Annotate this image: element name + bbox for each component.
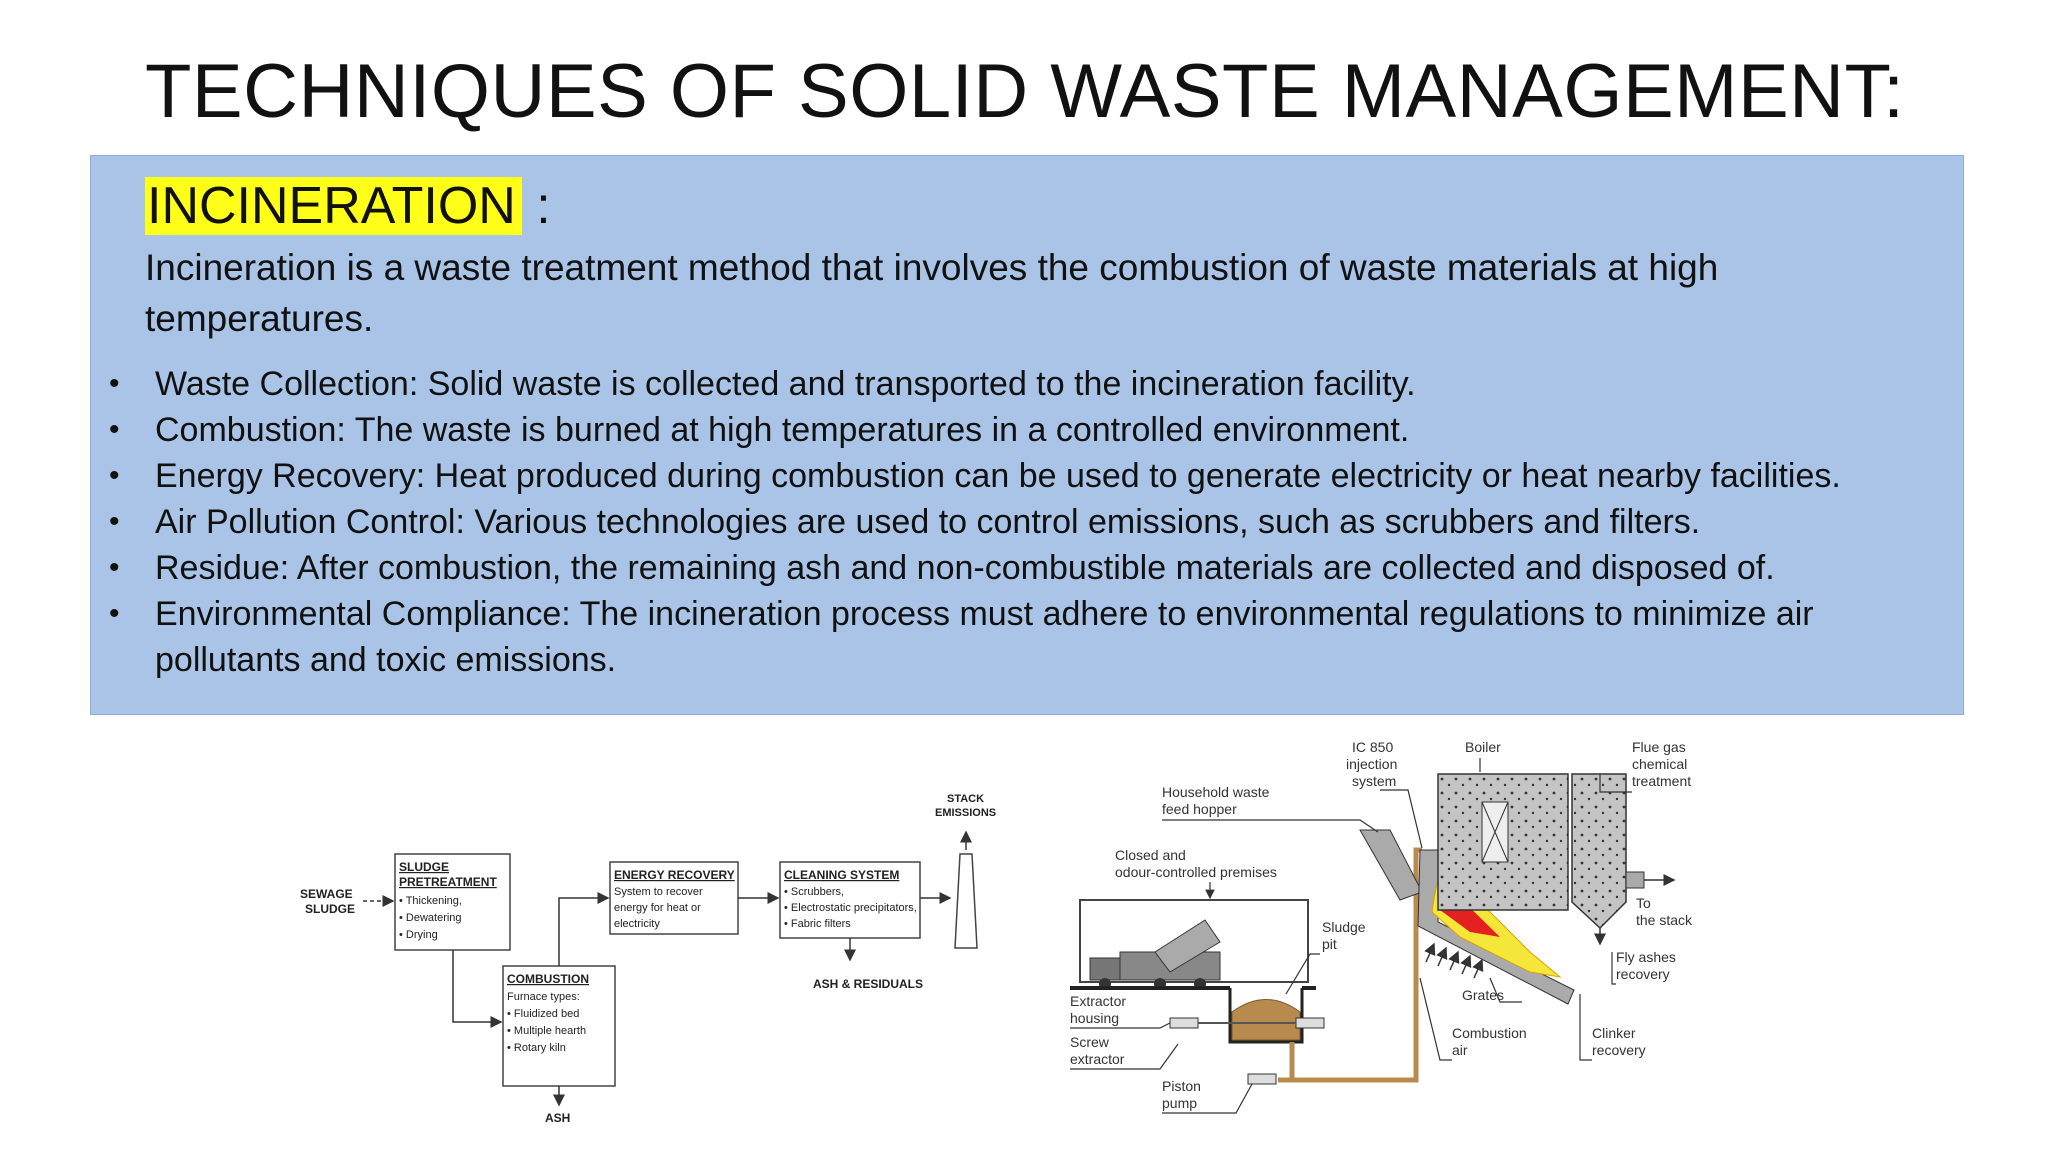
section-heading: INCINERATION : [145,176,551,236]
sludge-flow-diagram: SEWAGE SLUDGE SLUDGE PRETREATMENT • Thic… [300,793,996,1125]
bullet-icon: • [109,459,120,492]
sludge-label: SLUDGE [305,902,355,916]
bullet-icon: • [109,367,120,400]
cleaning-item: • Electrostatic precipitators, [784,902,917,914]
combustion-item: • Multiple hearth [507,1025,586,1037]
pretreatment-item: • Drying [399,929,438,941]
premises-label: Closed and [1115,847,1186,863]
bullet-text: Combustion: The waste is burned at high … [155,411,1410,449]
sludge-pipe [1292,847,1422,1083]
ic850-label: system [1352,773,1396,789]
bullet-item: • Residue: After combustion, the remainin… [105,545,1945,591]
hopper-label: feed hopper [1162,801,1237,817]
sludge-pile [1231,999,1301,1041]
piston-label: pump [1162,1095,1197,1111]
combustion-box [502,965,616,1087]
highlighted-heading: INCINERATION [145,177,522,235]
boiler-label: Boiler [1465,739,1501,755]
bullet-list: • Waste Collection: Solid waste is collec… [105,361,1945,683]
combustion-title: COMBUSTION [507,972,589,986]
cleaning-item: • Scrubbers, [784,886,844,898]
energy-item: electricity [614,918,660,930]
cleaning-system-box [779,861,921,939]
incineration-panel: INCINERATION : Incineration is a waste t… [90,155,1964,715]
bullet-item: • Air Pollution Control: Various technolo… [105,499,1945,545]
intro-text: Incineration is a waste treatment method… [145,247,1719,339]
sludge-pit-label: Sludge [1322,919,1366,935]
pretreatment-title: SLUDGE [399,860,449,874]
flue-label: chemical [1632,756,1687,772]
ic850-label: injection [1346,756,1397,772]
bullet-icon: • [109,597,120,630]
ash-label: ASH [545,1111,570,1125]
sewage-label: SEWAGE [300,887,353,901]
clinker-label: recovery [1592,1042,1646,1058]
bullet-icon: • [109,505,120,538]
grates-label: Grates [1462,987,1504,1003]
bullet-text: Environmental Compliance: The incinerati… [155,595,1814,679]
bullet-text: Air Pollution Control: Various technolog… [155,503,1701,541]
combustion-air-label: air [1452,1042,1468,1058]
clinker-label: Clinker [1592,1025,1636,1041]
piston-label: Piston [1162,1078,1201,1094]
flue-label: treatment [1632,773,1691,789]
stack-chimney-icon [954,853,978,949]
stack-label: STACK [947,793,984,805]
sludge-pit-label: pit [1322,936,1337,952]
pretreatment-title: PRETREATMENT [399,875,497,889]
ic850-label: IC 850 [1352,739,1393,755]
flue-gas-treatment-unit [1571,773,1627,930]
bullet-item: • Environmental Compliance: The incinerat… [105,591,1945,683]
to-stack-label: the stack [1636,912,1693,928]
premises-label: odour-controlled premises [1115,864,1277,880]
pretreatment-box [394,853,511,951]
slide-title: TECHNIQUES OF SOLID WASTE MANAGEMENT: [145,49,1905,134]
flue-label: Flue gas [1632,739,1686,755]
cleaning-item: • Fabric filters [784,918,851,930]
combustion-item: • Fluidized bed [507,1008,579,1020]
pretreatment-item: • Dewatering [399,912,462,924]
energy-title: ENERGY RECOVERY [614,868,735,882]
emissions-label: EMISSIONS [935,807,996,819]
cleaning-title: CLEANING SYSTEM [784,868,899,882]
energy-item: energy for heat or [614,902,701,914]
extractor-label: Extractor [1070,993,1126,1009]
incineration-plant-diagram: IC 850 injection system Boiler Flue gas … [1070,739,1693,1114]
pretreatment-item: • Thickening, [399,895,462,907]
combustion-item: • Rotary kiln [507,1042,566,1054]
screw-label: Screw [1070,1034,1110,1050]
fly-ash-label: Fly ashes [1616,949,1676,965]
combustion-item: Furnace types: [507,991,580,1003]
feed-hopper [1359,829,1423,901]
fly-ash-label: recovery [1616,966,1670,982]
bullet-item: • Waste Collection: Solid waste is collec… [105,361,1945,407]
bullet-text: Waste Collection: Solid waste is collect… [155,365,1416,403]
ash-residuals-label: ASH & RESIDUALS [813,977,923,991]
bullet-icon: • [109,413,120,446]
bullet-icon: • [109,551,120,584]
combustion-air-label: Combustion [1452,1025,1527,1041]
screw-label: extractor [1070,1051,1125,1067]
bullet-item: • Energy Recovery: Heat produced during c… [105,453,1945,499]
extractor-label: housing [1070,1010,1119,1026]
energy-item: System to recover [614,886,703,898]
hopper-label: Household waste [1162,784,1270,800]
bullet-text: Residue: After combustion, the remaining… [155,549,1775,587]
to-stack-label: To [1636,895,1651,911]
heading-colon: : [521,177,551,235]
bullet-item: • Combustion: The waste is burned at high… [105,407,1945,453]
bullet-text: Energy Recovery: Heat produced during co… [155,457,1841,495]
